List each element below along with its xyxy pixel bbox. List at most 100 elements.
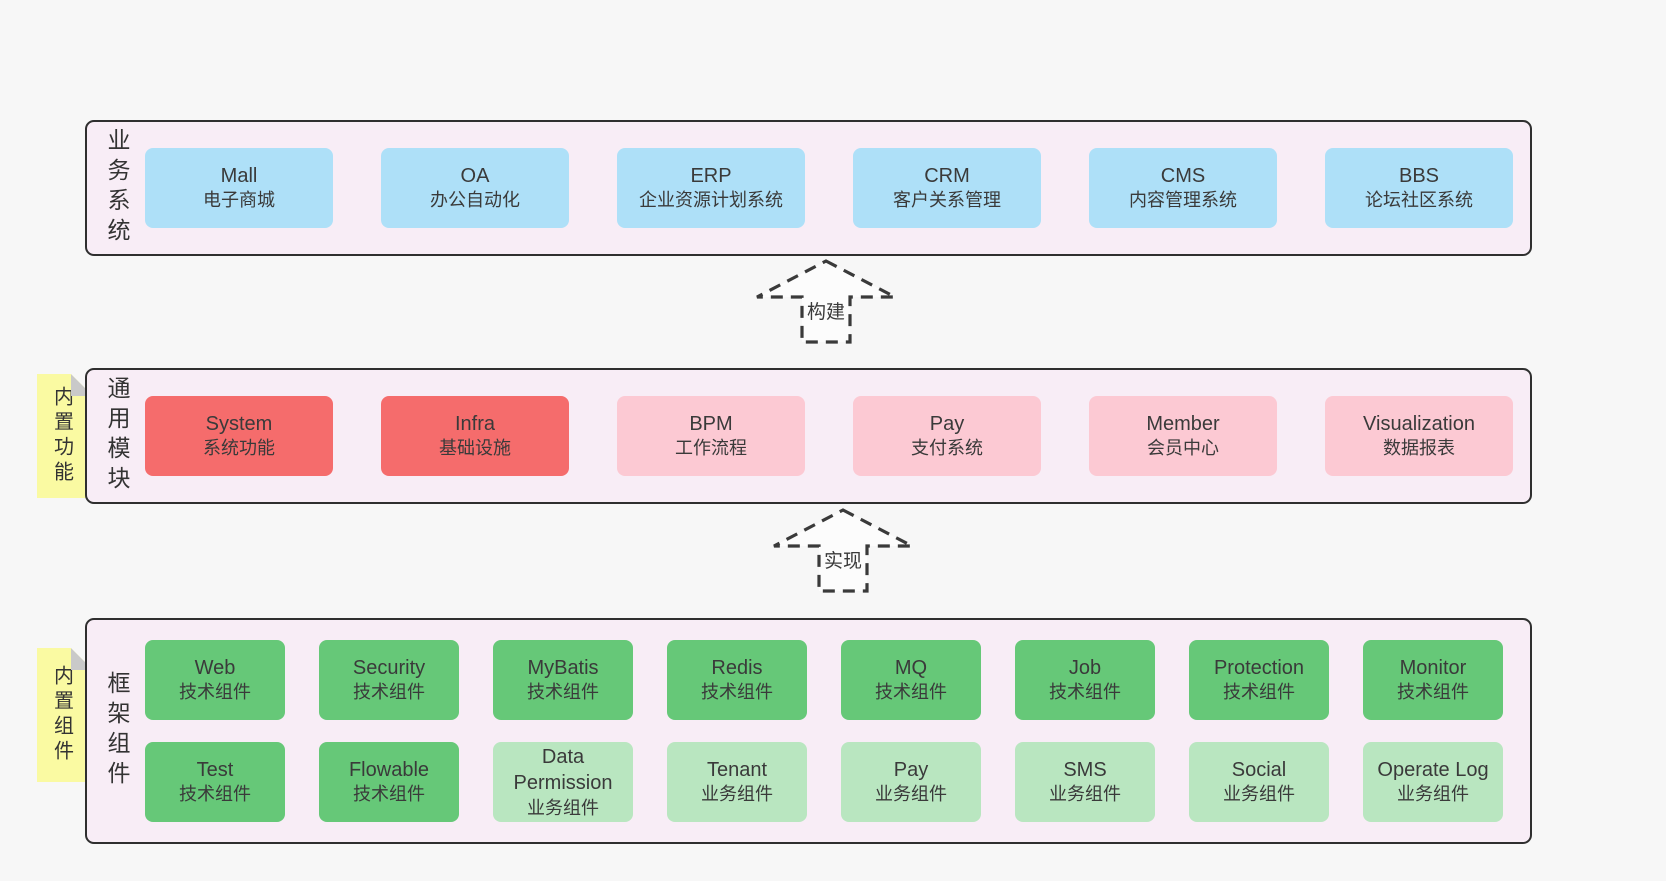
module-box-member: Member 会员中心	[1089, 396, 1277, 476]
module-description: 系统功能	[203, 438, 275, 459]
module-description: 会员中心	[1147, 438, 1219, 459]
module-description: 业务组件	[1223, 784, 1295, 805]
module-description: 技术组件	[179, 784, 251, 805]
module-box-cms: CMS 内容管理系统	[1089, 148, 1277, 228]
module-name: Test	[196, 758, 234, 781]
module-description: 客户关系管理	[893, 190, 1001, 211]
module-box-protection: Protection 技术组件	[1189, 640, 1329, 720]
common-modules-row: System 系统功能 Infra 基础设施 BPM 工作流程 Pay 支付系统 Member 会…	[145, 396, 1513, 476]
sticky-tab-label: 内置功能	[50, 386, 73, 486]
module-box-pay: Pay 支付系统	[853, 396, 1041, 476]
module-description: 业务组件	[1049, 784, 1121, 805]
module-box-oa: OA 办公自动化	[381, 148, 569, 228]
module-box-mq: MQ 技术组件	[841, 640, 981, 720]
module-name: CRM	[924, 164, 970, 187]
module-box-erp: ERP 企业资源计划系统	[617, 148, 805, 228]
module-box-mybatis: MyBatis 技术组件	[493, 640, 633, 720]
module-name: CMS	[1160, 164, 1206, 187]
module-description: 内容管理系统	[1129, 190, 1237, 211]
module-box-bpm: BPM 工作流程	[617, 396, 805, 476]
module-description: 企业资源计划系统	[639, 190, 783, 211]
layer-label-framework-components: 框架组件	[104, 671, 130, 791]
module-box-web: Web 技术组件	[145, 640, 285, 720]
module-description: 技术组件	[875, 682, 947, 703]
module-name: Operate Log	[1377, 758, 1489, 781]
module-box-flowable: Flowable 技术组件	[319, 742, 459, 822]
module-name: Web	[194, 656, 236, 679]
module-name: BBS	[1398, 164, 1440, 187]
module-name: Pay	[929, 412, 965, 435]
module-name: OA	[460, 164, 490, 187]
module-name: Visualization	[1363, 412, 1475, 435]
module-name: Infra	[454, 412, 496, 435]
module-description: 技术组件	[1223, 682, 1295, 703]
module-name: Pay	[893, 758, 929, 781]
module-box-social: Social 业务组件	[1189, 742, 1329, 822]
business-systems-row: Mall 电子商城 OA 办公自动化 ERP 企业资源计划系统 CRM 客户关系管理 CMS 内容…	[145, 148, 1513, 228]
module-description: 工作流程	[675, 438, 747, 459]
sticky-tab-label: 内置组件	[50, 665, 73, 765]
module-box-infra: Infra 基础设施	[381, 396, 569, 476]
module-name: Member	[1146, 412, 1220, 435]
module-box-test: Test 技术组件	[145, 742, 285, 822]
module-box-redis: Redis 技术组件	[667, 640, 807, 720]
module-box-mall: Mall 电子商城	[145, 148, 333, 228]
module-description: 技术组件	[1049, 682, 1121, 703]
build-arrow-label: 构建	[803, 295, 849, 326]
module-description: 业务组件	[701, 784, 773, 805]
module-box-pay: Pay 业务组件	[841, 742, 981, 822]
module-description: 论坛社区系统	[1365, 190, 1473, 211]
module-name: Job	[1068, 656, 1102, 679]
module-description: 业务组件	[527, 797, 599, 818]
layer-common-modules: 通用模块 System 系统功能 Infra 基础设施 BPM 工作流程 Pay 支付系统 Me…	[85, 368, 1532, 504]
module-box-crm: CRM 客户关系管理	[853, 148, 1041, 228]
module-description: 业务组件	[1397, 784, 1469, 805]
module-box-job: Job 技术组件	[1015, 640, 1155, 720]
module-name: Security	[352, 656, 426, 679]
module-description: 支付系统	[911, 438, 983, 459]
implement-arrow-label: 实现	[820, 544, 866, 575]
module-description: 业务组件	[875, 784, 947, 805]
module-box-system: System 系统功能	[145, 396, 333, 476]
module-description: 技术组件	[353, 784, 425, 805]
module-name: Data Permission	[513, 745, 613, 795]
module-description: 电子商城	[203, 190, 275, 211]
module-name: Protection	[1213, 656, 1305, 679]
module-name: Tenant	[706, 758, 768, 781]
module-description: 基础设施	[439, 438, 511, 459]
module-name: ERP	[690, 164, 732, 187]
module-name: Mall	[220, 164, 258, 187]
module-name: SMS	[1063, 758, 1107, 781]
layer-label-common-modules: 通用模块	[104, 376, 130, 496]
module-description: 技术组件	[701, 682, 773, 703]
module-box-visualization: Visualization 数据报表	[1325, 396, 1513, 476]
module-box-bbs: BBS 论坛社区系统	[1325, 148, 1513, 228]
module-box-sms: SMS 业务组件	[1015, 742, 1155, 822]
implement-arrow: 实现	[768, 506, 918, 596]
layer-label-business-systems: 业务系统	[104, 128, 130, 248]
module-description: 数据报表	[1383, 438, 1455, 459]
build-arrow: 构建	[751, 257, 901, 347]
module-box-operate-log: Operate Log 业务组件	[1363, 742, 1503, 822]
sticky-tab-built-in-features: 内置功能	[37, 374, 93, 498]
module-description: 技术组件	[527, 682, 599, 703]
module-box-security: Security 技术组件	[319, 640, 459, 720]
module-name: System	[205, 412, 273, 435]
module-name: MQ	[894, 656, 928, 679]
layer-business-systems: 业务系统 Mall 电子商城 OA 办公自动化 ERP 企业资源计划系统 CRM 客户关系管理…	[85, 120, 1532, 256]
module-description: 技术组件	[353, 682, 425, 703]
module-name: Social	[1231, 758, 1287, 781]
module-box-tenant: Tenant 业务组件	[667, 742, 807, 822]
module-description: 技术组件	[1397, 682, 1469, 703]
module-name: Flowable	[348, 758, 430, 781]
module-name: MyBatis	[527, 656, 599, 679]
module-name: Redis	[711, 656, 763, 679]
module-name: BPM	[689, 412, 733, 435]
module-description: 办公自动化	[430, 190, 520, 211]
module-description: 技术组件	[179, 682, 251, 703]
